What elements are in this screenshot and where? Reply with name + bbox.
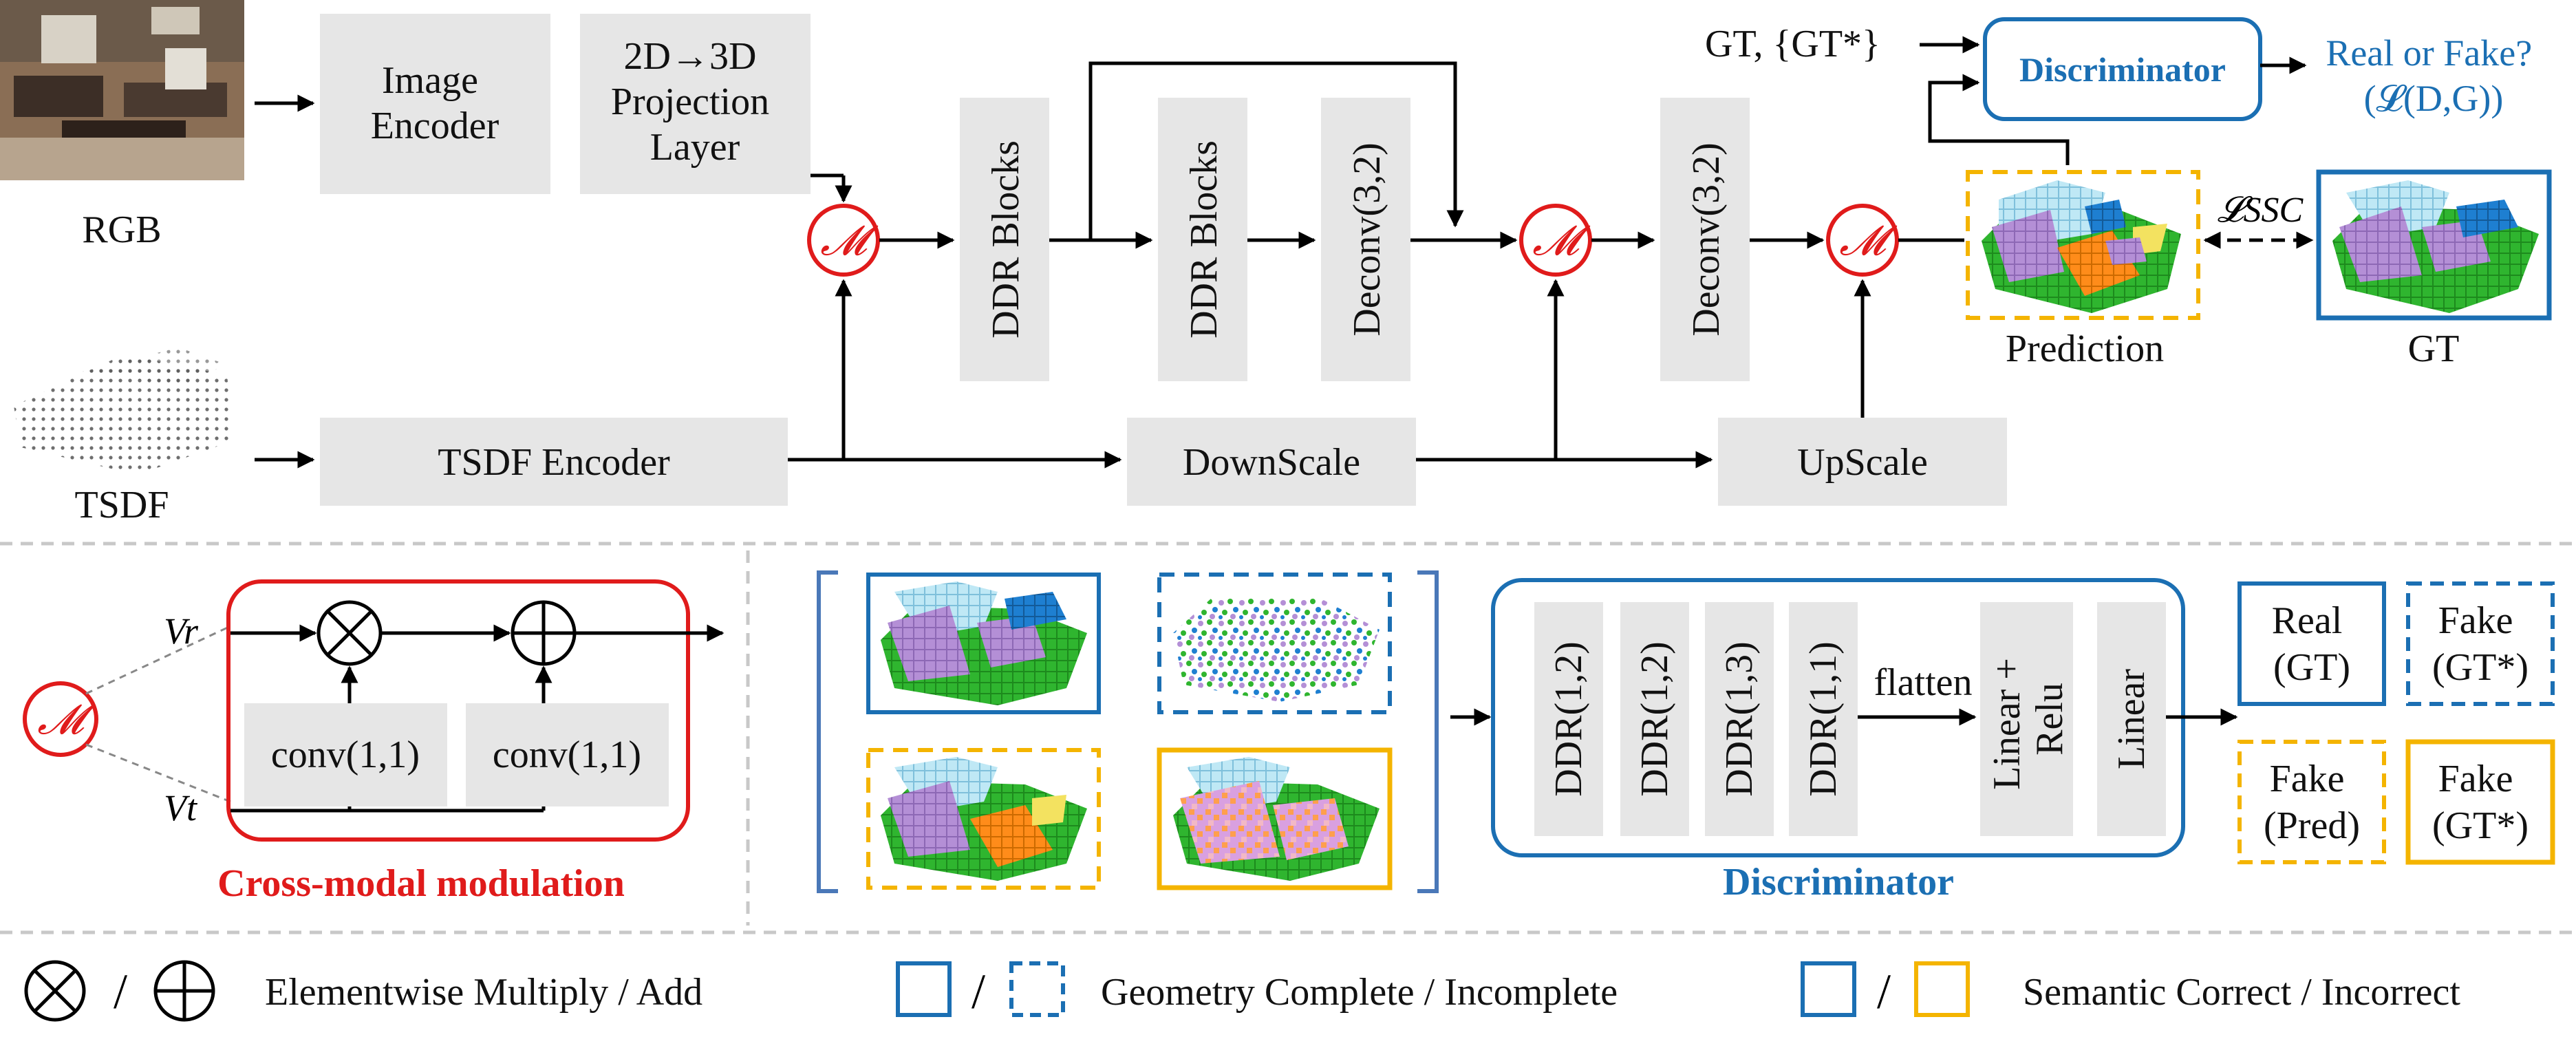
- modulation-node-legend: [23, 681, 98, 757]
- discriminator-detail-title: Discriminator: [1723, 861, 1954, 904]
- output-fake-gtstar-geometry: Fake (GT*): [2406, 581, 2555, 706]
- legend-multiply-icon: [24, 960, 86, 1022]
- flatten-label: flatten: [1874, 661, 1972, 704]
- disc-layer-4-label: DDR(1,1): [1802, 641, 1845, 797]
- rgb-image: [0, 0, 244, 180]
- svg-text:Fake (Pred): Fake (Pred): [2264, 758, 2360, 847]
- discriminator-top-arrows: [1920, 36, 2307, 165]
- deconv-1-label: Deconv(3,2): [1346, 142, 1388, 336]
- image-encoder-box: [320, 14, 550, 194]
- downscale-box: [1127, 418, 1416, 506]
- output-fake-pred: Fake (Pred): [2237, 740, 2386, 864]
- discriminator-inputs: [817, 570, 1439, 893]
- tsdf-image: [14, 348, 234, 475]
- gt-inputs-label: GT, {GT*}: [1705, 23, 1880, 65]
- disc-layer-4-box: [1789, 602, 1858, 836]
- tsdf-encoder-label: TSDF Encoder: [438, 441, 670, 484]
- tsdf-label: TSDF: [75, 484, 169, 526]
- disc-layer-2-label: DDR(1,2): [1633, 641, 1676, 797]
- v-t-label: Vt: [164, 787, 198, 828]
- input-voxel-wrong-semantic: [1157, 747, 1393, 890]
- image-encoder-label: Image Encoder: [371, 59, 500, 147]
- conv-2-box: [466, 703, 669, 806]
- loss-ssc-label: 𝓛SSC: [2218, 191, 2304, 230]
- modulation-node-2: 𝓜: [1519, 204, 1592, 277]
- v-r-label: Vr: [164, 610, 199, 652]
- svg-text:Fake (GT*): Fake (GT*): [2432, 758, 2529, 847]
- legend: / Elementwise Multiply / Add / Geometry …: [24, 960, 2460, 1022]
- disc-layer-2-box: [1620, 602, 1689, 836]
- input-voxel-incomplete: [1157, 573, 1392, 714]
- conv-1-label: conv(1,1): [271, 734, 420, 776]
- legend-slash-2: /: [972, 964, 985, 1019]
- output-fake-gtstar-semantic: Fake (GT*): [2405, 739, 2555, 865]
- ddr-blocks-2-label: DDR Blocks: [1183, 140, 1225, 339]
- cross-modal-box: [226, 579, 690, 842]
- disc-layer-3-label: DDR(1,3): [1718, 641, 1761, 797]
- pipeline-arrows: [255, 61, 1964, 469]
- input-voxel-prediction: [866, 748, 1101, 890]
- tsdf-encoder-box: [320, 418, 788, 506]
- conv-1-box: [244, 703, 447, 806]
- ddr-blocks-2-box: [1158, 98, 1247, 381]
- modulation-node-3: 𝓜: [1826, 204, 1899, 277]
- real-or-fake-label: Real or Fake? (𝓛(D,G)): [2326, 32, 2541, 119]
- legend-geometry-complete-box: [896, 961, 952, 1017]
- legend-semantic-text: Semantic Correct / Incorrect: [2023, 971, 2460, 1014]
- discriminator-top-label: Discriminator: [2019, 50, 2226, 89]
- discriminator-top-box: [1983, 17, 2262, 121]
- multiply-op-icon: [316, 600, 383, 666]
- legend-semantic-incorrect-box: [1914, 961, 1970, 1017]
- legend-slash-1: /: [114, 964, 127, 1019]
- prediction-label: Prediction: [2006, 328, 2164, 370]
- output-real-gt: Real (GT): [2237, 581, 2386, 706]
- linear-relu-label: Linear + Relu: [1986, 648, 2071, 790]
- rgb-label: RGB: [82, 209, 161, 251]
- linear-label: Linear: [2110, 669, 2153, 769]
- cross-modal-section: 𝓜 Vr Vt conv(1,1) conv(1,1) Cross-modal …: [23, 579, 724, 905]
- projection-layer-label: 2D→3D Projection Layer: [611, 35, 779, 169]
- linear-box: [2097, 602, 2166, 836]
- upscale-label: UpScale: [1797, 441, 1928, 484]
- ddr-blocks-1-label: DDR Blocks: [985, 140, 1027, 339]
- gt-label: GT: [2408, 328, 2460, 370]
- legend-ops-text: Elementwise Multiply / Add: [265, 971, 702, 1014]
- ddr-blocks-1-box: [960, 98, 1049, 381]
- svg-text:Real (GT): Real (GT): [2272, 599, 2352, 689]
- svg-text:Fake (GT*): Fake (GT*): [2432, 599, 2529, 689]
- projection-layer-box: [580, 14, 811, 194]
- legend-geometry-text: Geometry Complete / Incomplete: [1101, 971, 1618, 1014]
- disc-layer-3-box: [1705, 602, 1774, 836]
- upscale-box: [1718, 418, 2007, 506]
- downscale-label: DownScale: [1183, 441, 1360, 484]
- cross-modal-title: Cross-modal modulation: [217, 862, 625, 905]
- disc-layer-1-box: [1534, 602, 1603, 836]
- input-voxel-gt: [866, 573, 1101, 714]
- deconv-2-label: Deconv(3,2): [1685, 142, 1728, 336]
- add-op-icon: [511, 600, 577, 666]
- disc-layer-1-label: DDR(1,2): [1547, 641, 1590, 797]
- linear-relu-box: [1980, 602, 2073, 836]
- legend-geometry-incomplete-box: [1009, 961, 1065, 1017]
- conv-2-label: conv(1,1): [493, 734, 641, 776]
- deconv-1-box: [1321, 98, 1410, 381]
- legend-slash-3: /: [1877, 964, 1891, 1019]
- legend-semantic-correct-box: [1801, 961, 1856, 1017]
- prediction-voxel: [1966, 170, 2200, 320]
- modulation-node-1: 𝓜: [807, 204, 880, 277]
- legend-add-icon: [153, 960, 215, 1022]
- deconv-2-box: [1660, 98, 1750, 381]
- gt-voxel: [2316, 169, 2552, 321]
